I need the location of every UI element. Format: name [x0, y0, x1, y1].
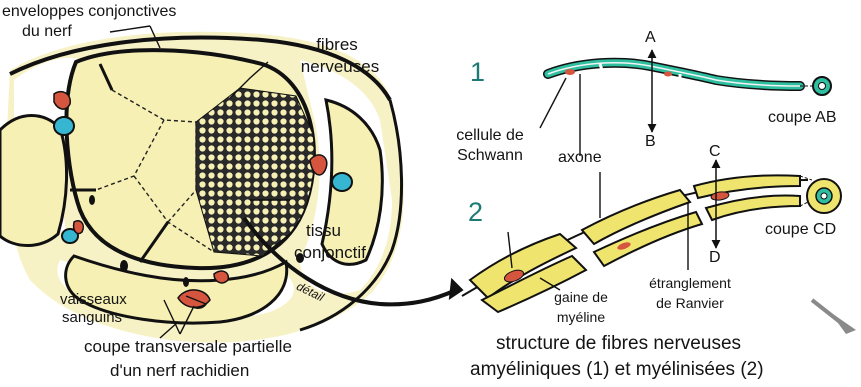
label-number-2: 2 [468, 198, 483, 226]
label-A: A [645, 30, 656, 47]
label-fibres: fibres [302, 36, 372, 54]
label-enveloppes: enveloppes conjonctives [2, 4, 176, 21]
label-nerf-rachidien: d'un nerf rachidien [110, 362, 249, 380]
label-coupe-transversale: coupe transversale partielle [84, 338, 292, 356]
label-gaine-de: gaine de [536, 290, 626, 305]
label-sanguins: sanguins [62, 310, 122, 326]
label-coupe-ab: coupe AB [768, 110, 837, 127]
label-cellule-de: cellule de [438, 128, 542, 145]
fibre-1 [548, 63, 812, 86]
fibre-2 [462, 175, 812, 312]
label-myeline: myéline [536, 310, 626, 325]
label-axone: axone [558, 150, 602, 167]
label-etranglement: étranglement [630, 276, 750, 291]
label-du-nerf: du nerf [22, 24, 72, 41]
label-nerveuses: nerveuses [290, 58, 390, 76]
label-C: C [709, 144, 721, 161]
label-amyeliniques: amyéliniques (1) et myélinisées (2) [470, 360, 764, 380]
label-schwann: Schwann [438, 148, 542, 165]
coupe-cd-section [807, 179, 841, 213]
label-de-ranvier: de Ranvier [630, 296, 750, 311]
label-structure: structure de fibres nerveuses [496, 334, 741, 354]
left-fascicle [0, 116, 67, 246]
label-vaisseaux: vaisseaux [60, 292, 127, 308]
label-D: D [709, 250, 721, 267]
label-tissu: tissu [306, 222, 341, 240]
label-coupe-cd: coupe CD [765, 222, 836, 239]
coupe-ab-section [813, 77, 831, 95]
label-number-1: 1 [470, 58, 485, 86]
label-B: B [645, 134, 656, 151]
label-conjonctif: conjonctif [294, 244, 366, 262]
